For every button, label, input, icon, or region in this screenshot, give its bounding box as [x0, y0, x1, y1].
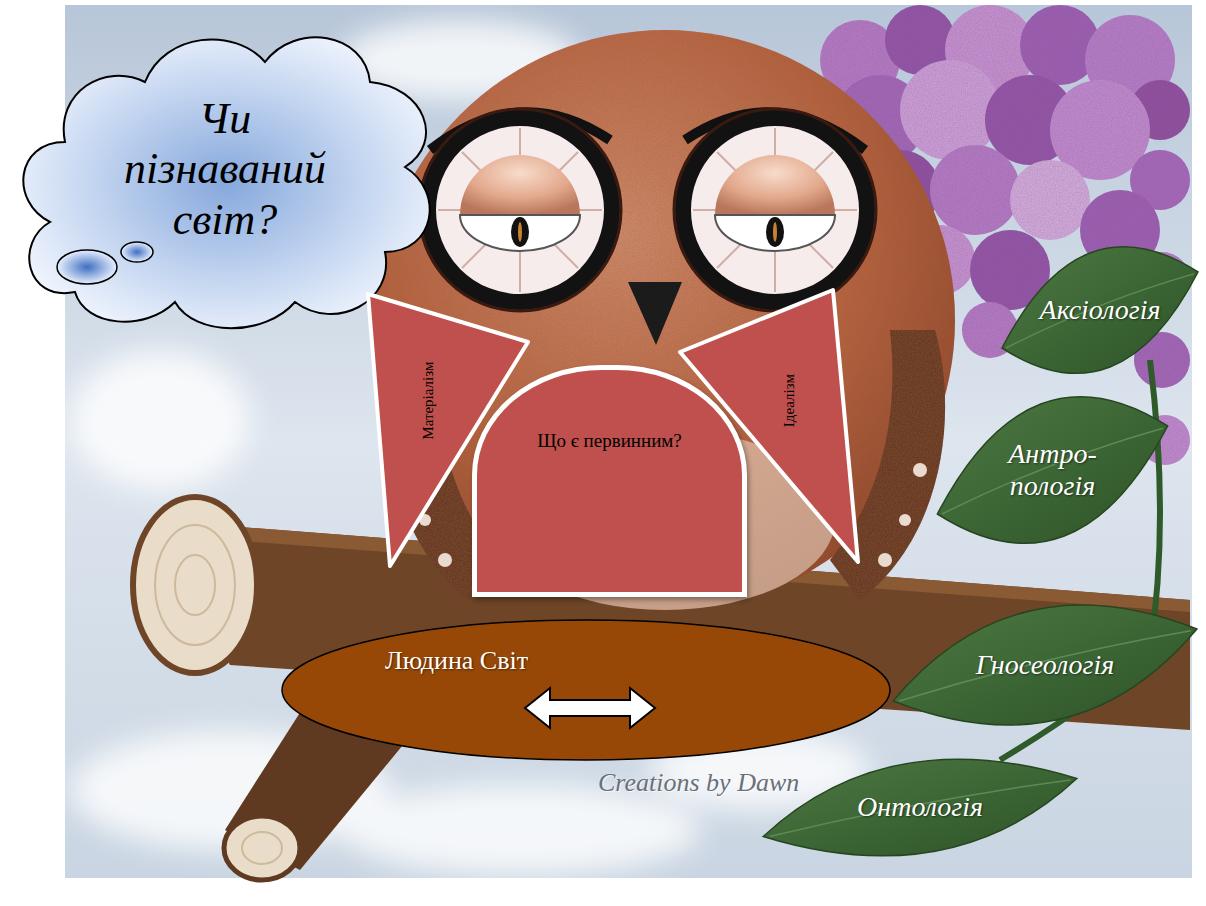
cloud-outline [23, 37, 429, 328]
owl-eye [419, 109, 621, 311]
leaf-label-text: Антро- пологія [985, 438, 1120, 502]
lilac-cluster [930, 145, 1020, 235]
sky-cloud [70, 350, 250, 490]
sky-background [65, 5, 1192, 878]
wing-spot [899, 514, 911, 526]
tree-ring [242, 832, 282, 864]
ellipse-band: Людина Світ [280, 618, 892, 762]
leaf-shape [937, 397, 1167, 544]
lilac-cluster [900, 60, 1000, 160]
leaf-vein [1006, 274, 1194, 348]
owl-eye [674, 109, 876, 311]
leaf-vein [770, 780, 1071, 837]
ellipse-band-text: Людина Світ [385, 646, 528, 676]
triangle-tab-outline [678, 288, 860, 564]
thought-bubble [57, 250, 117, 284]
lilac-cluster [1010, 160, 1090, 240]
tree-ring [155, 525, 235, 645]
leaf-stem [1150, 360, 1160, 650]
leaf-label: Онтологія [760, 735, 1080, 880]
arch-box: Що є первинним? [472, 365, 747, 597]
leaf-shape [1002, 247, 1198, 374]
owl-body [375, 30, 955, 610]
leaf-label-text: Онтологія [857, 791, 983, 823]
wing-spot [913, 463, 927, 477]
triangle-tab-text: Ідеалізм [781, 374, 798, 427]
watermark: Creations by Dawn [598, 768, 799, 798]
thought-bubble [121, 242, 153, 262]
leaf-shape [893, 605, 1197, 725]
leaf-label: Гносеологія [890, 575, 1200, 755]
triangle-outline [680, 290, 858, 562]
owl [375, 30, 955, 610]
thought-cloud-text: Чи пізнаваний світ? [100, 94, 350, 246]
leaf-vein [899, 631, 1190, 701]
sky-cloud [340, 785, 700, 875]
leaf-shape [763, 759, 1077, 856]
leaf-label-text: Аксіологія [1040, 294, 1161, 326]
wing-spot [878, 553, 892, 567]
triangle-tab-text: Матеріалізм [420, 362, 437, 440]
double-arrow-symbol [525, 688, 655, 728]
owl-beak [628, 282, 682, 345]
tree-ring [175, 555, 215, 615]
leaf-label: Антро- пологія [935, 360, 1170, 580]
ellipse-outline [282, 620, 890, 760]
ellipse-band-outline [280, 618, 892, 762]
wing-spot [438, 553, 452, 567]
triangle-tab: Ідеалізм [678, 288, 860, 564]
leaf-vein [942, 428, 1163, 514]
leaf-label-text: Гносеологія [976, 649, 1115, 681]
branch-cut-end [133, 497, 257, 673]
arch-box-text: Що є первинним? [537, 430, 682, 452]
thought-cloud: Чи пізнаваний світ? [5, 2, 445, 337]
branch-cut-end [224, 816, 300, 880]
leaf-label: Аксіологія [1000, 215, 1200, 405]
